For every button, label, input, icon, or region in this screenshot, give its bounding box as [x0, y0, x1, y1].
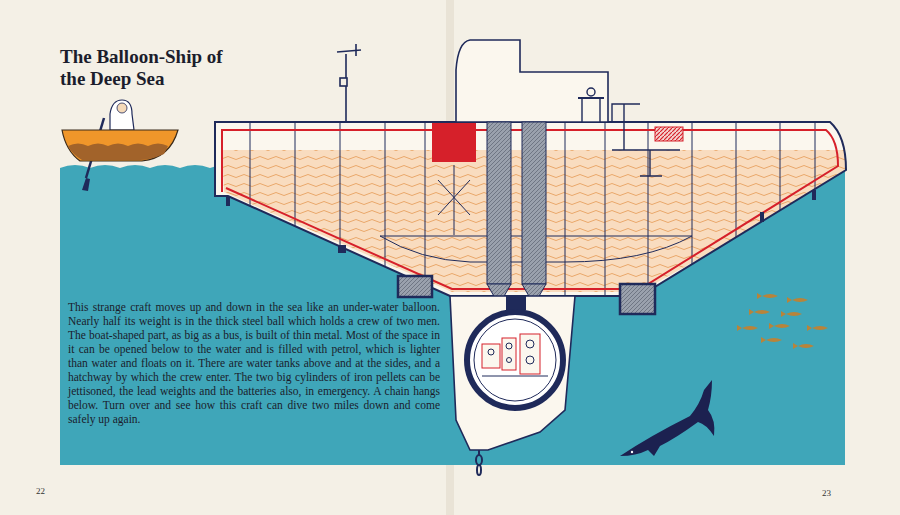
shark — [620, 380, 714, 456]
fish-school — [737, 293, 828, 349]
body-text: This strange craft moves up and down in … — [68, 300, 440, 426]
page-number: 22 — [36, 486, 45, 497]
page-title: The Balloon-Ship of the Deep Sea — [60, 46, 230, 90]
pellet-cylinders — [487, 122, 546, 298]
page-number: 23 — [822, 488, 831, 499]
mast — [337, 44, 361, 122]
steel-sphere — [450, 296, 575, 475]
hull — [215, 122, 846, 300]
rowboat — [62, 100, 178, 191]
